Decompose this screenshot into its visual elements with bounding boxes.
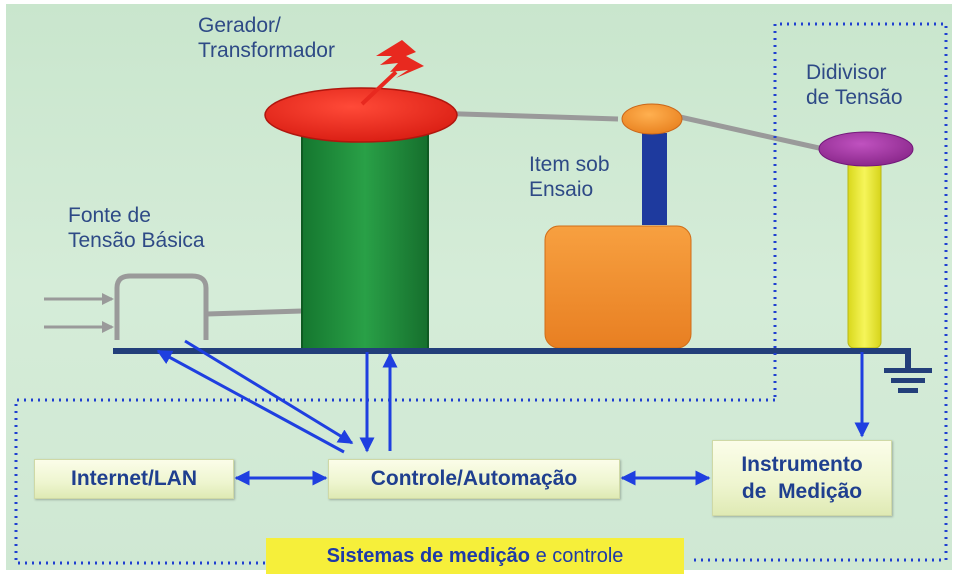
source-label-line1: Fonte de bbox=[68, 204, 151, 227]
source-shape bbox=[114, 273, 209, 340]
connector-generator-test-item bbox=[429, 110, 619, 122]
test-item-column bbox=[642, 133, 667, 225]
test-item-body bbox=[544, 225, 692, 349]
generator-label: Gerador/ Transformador bbox=[198, 13, 335, 63]
ground-drop bbox=[905, 348, 911, 370]
internet-lan-box: Internet/LAN bbox=[34, 459, 234, 499]
lightning-icon bbox=[376, 40, 424, 78]
arrow-source-to-control-2 bbox=[184, 339, 354, 445]
divider-label: Didivisor de Tensão bbox=[806, 60, 903, 110]
test-item-cap bbox=[621, 103, 683, 135]
divider-label-line2: de Tensão bbox=[806, 86, 903, 109]
arrowhead-icon bbox=[102, 293, 114, 305]
ground-symbol-bar3 bbox=[898, 388, 918, 393]
generator-label-line1: Gerador/ bbox=[198, 14, 281, 37]
banner-bold-text: Sistemas de medição bbox=[326, 544, 531, 567]
banner-rest-text: e controle bbox=[530, 544, 624, 567]
ground-line bbox=[113, 348, 909, 354]
test-item-label-line1: Item sob bbox=[529, 153, 610, 176]
divider-top bbox=[818, 131, 914, 167]
generator-body bbox=[301, 127, 429, 351]
control-automation-box: Controle/Automação bbox=[328, 459, 620, 499]
generator-label-line2: Transformador bbox=[198, 39, 335, 62]
measurement-instrument-box: Instrumento de Medição bbox=[712, 440, 892, 516]
instrument-label-line2: de Medição bbox=[741, 480, 863, 503]
connector-source-generator bbox=[206, 308, 303, 317]
generator-top bbox=[264, 87, 458, 143]
ground-symbol-bar1 bbox=[884, 368, 932, 373]
instrument-label-line1: Instrumento bbox=[741, 453, 863, 476]
source-label-line2: Tensão Básica bbox=[68, 229, 205, 252]
arrowhead-icon bbox=[102, 321, 114, 333]
divider-body bbox=[847, 159, 882, 349]
ground-symbol-bar2 bbox=[891, 378, 925, 383]
measurement-dotted-border bbox=[14, 398, 775, 565]
divider-label-line1: Didivisor bbox=[806, 61, 887, 84]
arrow-source-to-control-1 bbox=[156, 349, 345, 454]
systems-banner: Sistemas de medição e controle bbox=[266, 538, 684, 574]
connector-test-item-divider bbox=[679, 114, 829, 153]
lightning-bolt-tail bbox=[360, 70, 398, 106]
test-item-label: Item sob Ensaio bbox=[529, 152, 610, 202]
source-label: Fonte de Tensão Básica bbox=[68, 203, 205, 253]
test-item-label-line2: Ensaio bbox=[529, 178, 594, 201]
